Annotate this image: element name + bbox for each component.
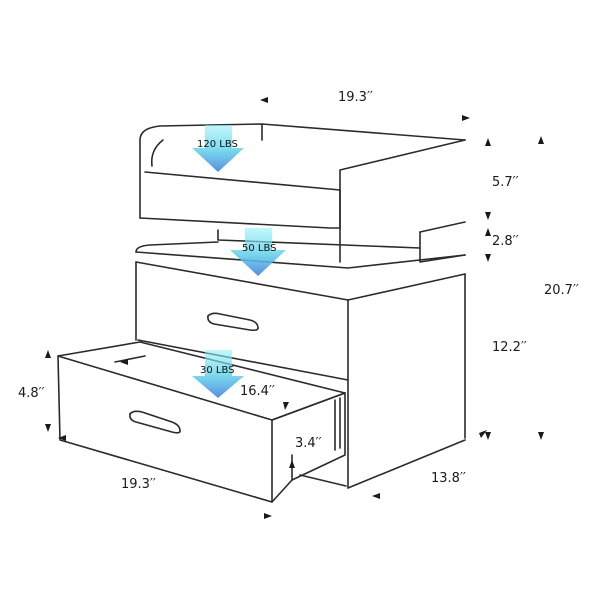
drawer-load-label: 30 LBS	[200, 365, 235, 376]
lower-drawer-handle	[129, 410, 181, 434]
cabinet-body	[135, 241, 466, 489]
top-shelf	[139, 123, 466, 263]
middle-load-label: 50 LBS	[242, 243, 277, 254]
drawer-section-height-label: 12.2′′	[492, 340, 527, 355]
drawer-inner-depth-label: 16.4′′	[240, 384, 275, 399]
top-width-label: 19.3′′	[338, 90, 373, 105]
upper-drawer-handle	[207, 312, 259, 332]
top-load-label: 120 LBS	[197, 139, 238, 150]
gap-height-label: 2.8′′	[492, 234, 519, 249]
depth-label: 13.8′′	[431, 471, 466, 486]
load-arrow-middle	[230, 228, 286, 276]
drawer-front-height-label: 4.8′′	[18, 386, 45, 401]
shelf-height-label: 5.7′′	[492, 175, 519, 190]
drawer-inner-height-label: 3.4′′	[295, 436, 322, 451]
load-arrow-drawer	[192, 350, 244, 398]
load-arrow-top	[192, 125, 244, 172]
dimension-markers	[45, 97, 544, 519]
open-drawer	[57, 341, 346, 503]
drawer-width-label: 19.3′′	[121, 477, 156, 492]
total-height-label: 20.7′′	[544, 283, 579, 298]
